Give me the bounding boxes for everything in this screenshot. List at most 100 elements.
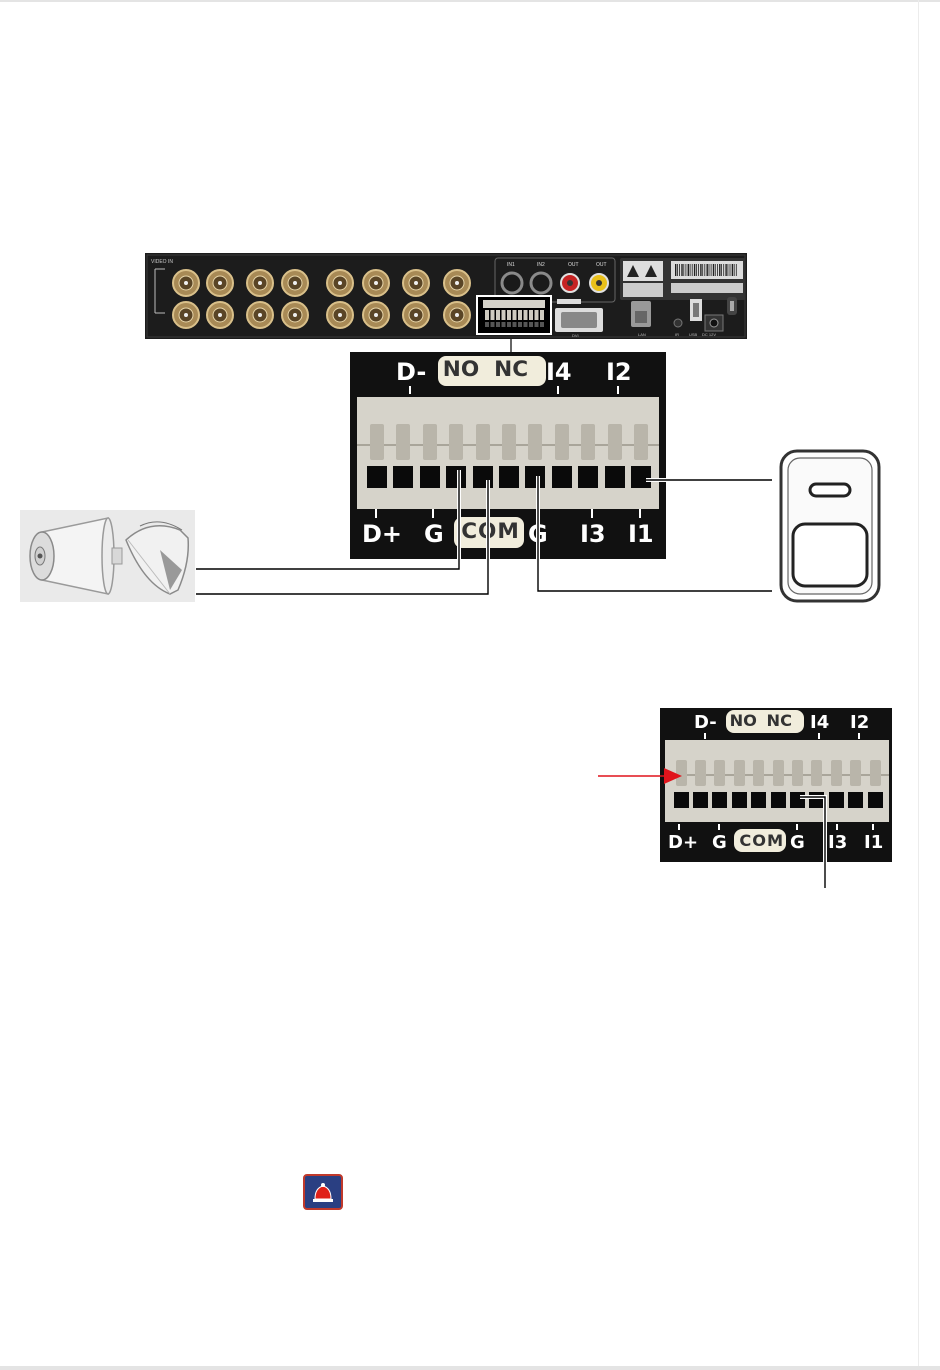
terminal-tab	[608, 424, 622, 460]
terminal-screw-hole	[732, 792, 747, 808]
mini-terminal-hole	[535, 322, 539, 327]
lan-label: LAN	[638, 332, 646, 337]
mini-terminal-tab	[535, 310, 539, 320]
barcode-bar	[732, 264, 733, 276]
barcode-bar	[690, 264, 691, 276]
mini-terminal-tab	[507, 310, 511, 320]
terminal-screw-hole	[790, 792, 805, 808]
terminal-screw-hole	[868, 792, 883, 808]
barcode-bar	[713, 264, 714, 276]
usb-label: USB	[689, 332, 698, 337]
label-i1: I1	[628, 520, 654, 548]
label-tick	[858, 733, 860, 739]
mini-terminal-hole	[496, 322, 500, 327]
label-no: NO	[730, 711, 757, 730]
label-tick	[718, 824, 720, 830]
terminal-tab	[870, 760, 881, 786]
terminal-tab	[555, 424, 569, 460]
terminal-screw-hole	[693, 792, 708, 808]
terminal-screw-hole	[473, 466, 493, 488]
terminal-tab	[850, 760, 861, 786]
terminal-screw-hole	[446, 466, 466, 488]
mini-terminal-tab	[524, 310, 528, 320]
mini-terminal-block	[485, 310, 544, 327]
terminal-tab	[396, 424, 410, 460]
terminal-tab	[773, 760, 784, 786]
bnc-connector	[363, 302, 389, 328]
mini-terminal-hole	[524, 322, 528, 327]
label-nc: NC	[767, 711, 792, 730]
bnc-connector	[444, 302, 470, 328]
mini-terminal-tab	[491, 310, 495, 320]
alarm-bell-icon	[303, 1174, 343, 1210]
label-i3: I3	[828, 832, 847, 853]
terminal-screw-hole	[631, 466, 651, 488]
terminal-screw-hole	[809, 792, 824, 808]
terminal-tab	[695, 760, 706, 786]
label-i3: I3	[580, 520, 606, 548]
terminal-tab	[676, 760, 687, 786]
terminal-tab	[753, 760, 764, 786]
mini-terminal-hole	[513, 322, 517, 327]
video-in-label: VIDEO IN	[151, 259, 173, 265]
label-tick	[375, 509, 377, 517]
label-nc: NC	[494, 357, 528, 382]
bnc-connector	[282, 270, 308, 296]
mini-terminal-hole	[507, 322, 511, 327]
label-com: COM	[739, 831, 784, 850]
terminal-tab	[370, 424, 384, 460]
no-nc-label-pill: NO NC	[438, 356, 546, 386]
bnc-connector	[247, 302, 273, 328]
terminal-tab	[734, 760, 745, 786]
bnc-connector	[363, 270, 389, 296]
barcode-bar	[700, 264, 701, 276]
terminal-screw-hole	[848, 792, 863, 808]
label-tick	[872, 824, 874, 830]
barcode-bar	[688, 264, 689, 276]
video-out-label: OUT	[596, 262, 607, 268]
barcode-bar	[717, 264, 718, 276]
motion-sensor-icon	[778, 448, 882, 604]
terminal-tab	[502, 424, 516, 460]
barcode-bar	[719, 264, 720, 276]
terminal-tab	[423, 424, 437, 460]
barcode-bar	[711, 264, 712, 276]
barcode-bar	[730, 264, 731, 276]
barcode-bar	[702, 264, 703, 276]
bnc-connector	[403, 302, 429, 328]
terminal-tab	[634, 424, 648, 460]
terminal-tab	[581, 424, 595, 460]
page-bottom-rule	[0, 1366, 940, 1370]
mini-terminal-tab	[513, 310, 517, 320]
barcode-bar	[679, 264, 680, 276]
label-g-left: G	[424, 520, 444, 548]
terminal-screw-hole	[420, 466, 440, 488]
terminal-screw-hole	[552, 466, 572, 488]
terminal-tab	[792, 760, 803, 786]
bnc-connector	[282, 302, 308, 328]
mini-terminal-tab	[502, 310, 506, 320]
terminal-screw-hole	[367, 466, 387, 488]
barcode-bar	[692, 264, 693, 276]
label-com: COM	[461, 519, 520, 544]
barcode-bar	[715, 264, 716, 276]
com-label-pill: COM	[454, 517, 524, 548]
label-tick	[432, 509, 434, 517]
ir-label: IR	[675, 332, 679, 337]
terminal-tab	[714, 760, 725, 786]
label-tick	[704, 733, 706, 739]
terminal-screw-hole	[771, 792, 786, 808]
label-tick	[591, 509, 593, 517]
mini-terminal-hole	[485, 322, 489, 327]
barcode-bar	[683, 264, 684, 276]
barcode-bar	[677, 264, 678, 276]
label-no: NO	[443, 357, 479, 382]
com-label-pill: COM	[734, 829, 786, 852]
barcode-bar	[725, 264, 726, 276]
terminal-screw-hole	[605, 466, 625, 488]
barcode-bar	[696, 264, 697, 276]
label-tick	[557, 386, 559, 394]
barcode-bar	[704, 264, 705, 276]
